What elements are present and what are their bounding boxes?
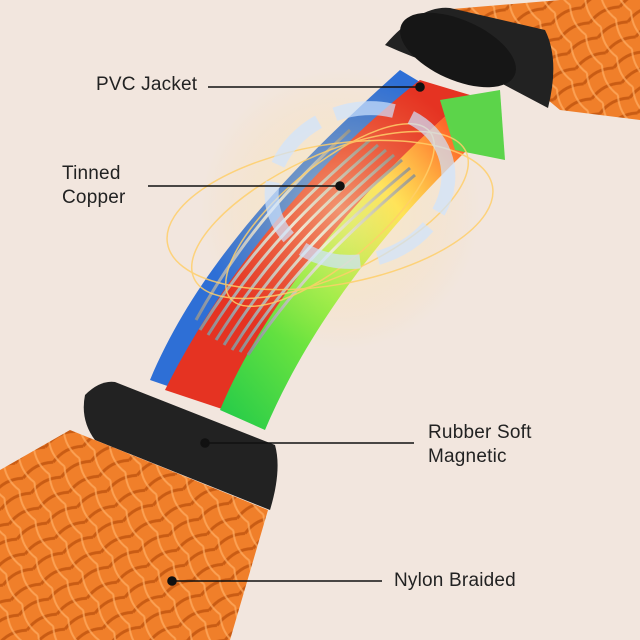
label-tinned-copper: Tinned Copper: [62, 163, 126, 208]
label-nylon-braided: Nylon Braided: [394, 570, 516, 591]
clear-ring: [264, 101, 456, 269]
lower-collar: [83, 381, 278, 510]
lower-braid: [0, 430, 268, 640]
label-rubber-soft-magnetic: Rubber Soft Magnetic: [428, 422, 532, 467]
label-pvc-jacket: PVC Jacket: [96, 74, 198, 95]
leader-lines: [148, 82, 425, 586]
